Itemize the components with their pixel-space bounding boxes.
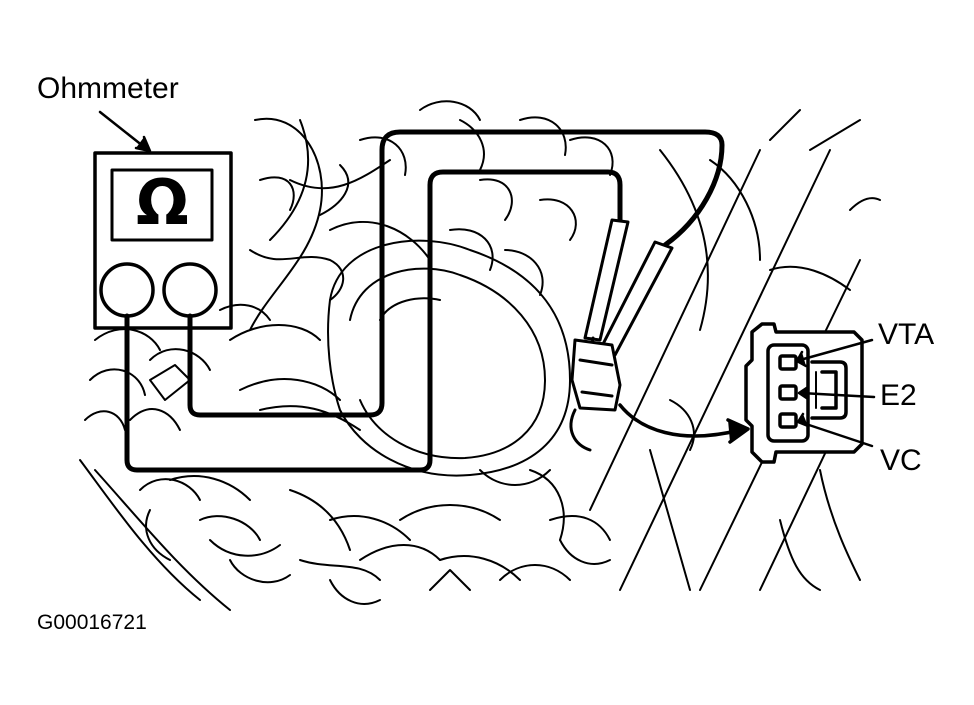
ohmmeter-leader-arrow (98, 110, 152, 153)
connector-callout-arrow (618, 403, 750, 444)
ohmmeter-label: Ohmmeter (37, 72, 179, 105)
ohm-symbol: Ω (136, 166, 189, 239)
figure-id: G00016721 (37, 611, 147, 634)
terminal-pointers (795, 338, 876, 448)
ohmmeter-display (110, 168, 214, 242)
pin-e2 (778, 384, 798, 401)
lead-right (187, 129, 725, 418)
ohmmeter-body (93, 151, 233, 330)
terminal-label-vc: VC (880, 444, 922, 477)
pin-vta (778, 354, 798, 371)
test-leads (124, 129, 725, 473)
engine-background-linework (79, 100, 881, 611)
ohmmeter-jack-right (162, 262, 218, 318)
ohmmeter-jack-left (99, 262, 155, 318)
terminal-label-vta: VTA (878, 318, 935, 351)
terminal-label-e2: E2 (880, 379, 917, 412)
sensor-connector (569, 338, 622, 452)
pin-vc (778, 412, 798, 429)
lead-left (124, 169, 623, 473)
